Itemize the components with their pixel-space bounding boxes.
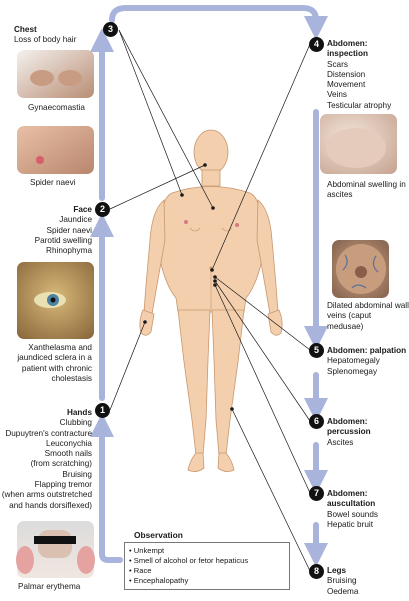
badge-4: 4: [309, 37, 324, 52]
section-item: Parotid swelling: [34, 235, 92, 245]
section-hands: Hands Clubbing Dupuytren's contracture L…: [1, 408, 92, 510]
flow-arrows: [90, 5, 328, 567]
neck: [201, 169, 221, 187]
section-face: Face Jaundice Spider naevi Parotid swell…: [0, 205, 92, 256]
right-arm: [256, 199, 279, 315]
caption-abdominal-swelling: Abdominal swelling in ascites: [327, 180, 406, 200]
spider-marks: [184, 220, 239, 227]
pointer-dots: [143, 163, 234, 411]
left-arm: [143, 199, 166, 315]
human-figure: [139, 129, 283, 472]
observation-item: • Race: [129, 566, 152, 575]
badge-3: 3: [103, 22, 118, 37]
caption-caput-medusae: Dilated abdominal wall veins (caput medu…: [327, 301, 409, 331]
right-hand: [267, 309, 283, 336]
section-abdomen-auscultation: Abdomen: auscultation Bowel sounds Hepat…: [327, 489, 378, 529]
right-leg: [211, 309, 245, 456]
caption-xanthelasma: Xanthelasma and jaundiced sclera in a pa…: [17, 343, 92, 383]
right-foot: [217, 452, 235, 472]
observation-title: Observation: [134, 530, 183, 540]
section-title: Face: [73, 205, 92, 214]
section-item: Jaundice: [59, 215, 92, 225]
photo-xanthelasma: [17, 262, 94, 339]
observation-item: • Unkempt: [129, 546, 165, 555]
badge-7: 7: [309, 486, 324, 501]
observation-box: • Unkempt • Smell of alcohol or fetor he…: [124, 542, 290, 590]
section-abdomen-inspection: Abdomen: inspection Scars Distension Mov…: [327, 39, 392, 110]
left-hand: [139, 309, 155, 336]
left-leg: [177, 309, 211, 456]
pointer-lines: [109, 29, 311, 572]
caption-spider-naevi: Spider naevi: [30, 178, 76, 187]
observation-item: • Smell of alcohol or fetor hepaticus: [129, 556, 249, 565]
left-foot: [187, 452, 205, 472]
badge-1: 1: [95, 403, 110, 418]
badge-6: 6: [309, 414, 324, 429]
badge-8: 8: [309, 564, 324, 579]
arrow-obs-to-hands: [90, 413, 123, 563]
badge-5: 5: [309, 343, 324, 358]
section-title: Chest: [14, 25, 37, 34]
arrow-chest-to-abdomen: [109, 5, 328, 40]
section-abdomen-percussion: Abdomen: percussion Ascites: [327, 417, 371, 447]
section-item: Loss of body hair: [14, 35, 77, 45]
section-item: Spider naevi: [46, 225, 92, 235]
section-item: Rhinophyma: [46, 246, 92, 256]
section-abdomen-palpation: Abdomen: palpation Hepatomegaly Splenome…: [327, 346, 407, 376]
section-chest: Chest Loss of body hair: [14, 25, 76, 46]
caption-gynaecomastia: Gynaecomastia: [28, 103, 85, 112]
section-legs: Legs Bruising Oedema: [327, 566, 359, 596]
badge-2: 2: [95, 202, 110, 217]
caption-palmar-erythema: Palmar erythema: [18, 582, 81, 591]
photo-gynaecomastia: [17, 50, 94, 98]
photo-spider-naevi: [17, 126, 94, 174]
observation-item: • Encephalopathy: [129, 576, 189, 585]
photo-abdominal-swelling: [320, 114, 397, 174]
photo-palmar-erythema: [16, 521, 95, 578]
section-title: Hands: [66, 408, 92, 417]
photo-caput-medusae: [332, 240, 389, 298]
